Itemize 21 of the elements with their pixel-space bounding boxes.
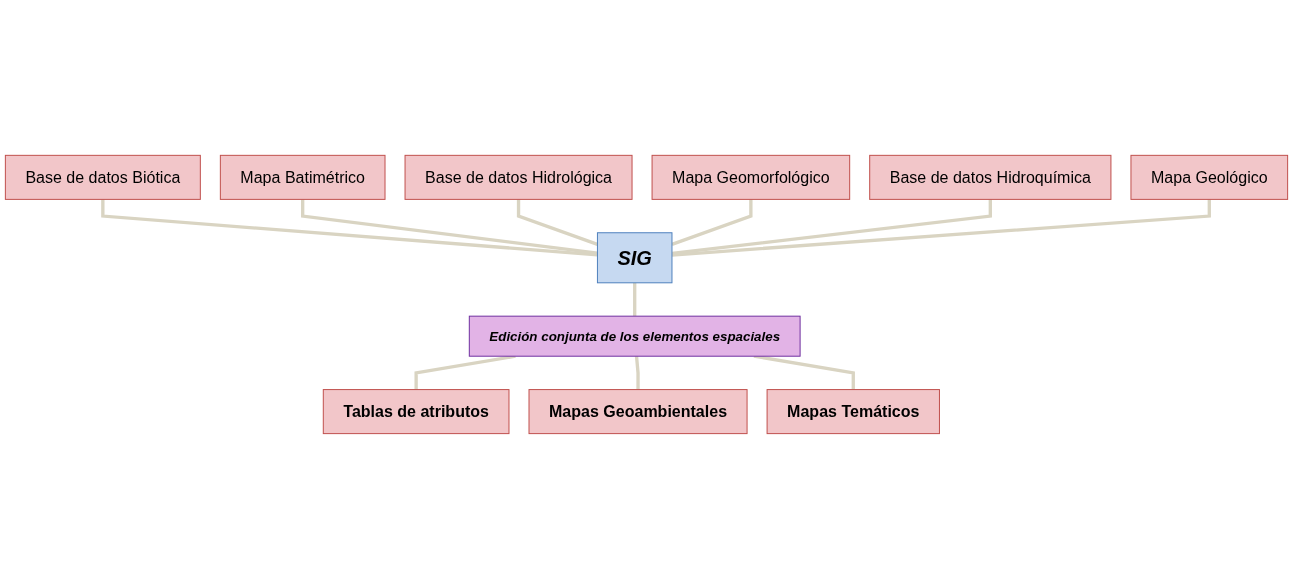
connector [634,355,640,390]
node-box: Base de datos Hidroquímica [869,154,1112,200]
node-box: Mapa Batimétrico [219,154,386,200]
node-box: SIG [596,231,673,283]
node-box: Mapa Geomorfológico [651,154,851,200]
connector [516,198,598,246]
connector [671,198,1211,257]
node-box: Mapas Temáticos [766,388,940,434]
connector [414,354,516,390]
node-box: Tablas de atributos [322,388,510,434]
connector [301,198,598,255]
node-box: Base de datos Hidrológica [404,154,633,200]
connector [753,354,855,390]
node-box: Mapa Geológico [1130,154,1289,200]
connector [633,282,637,316]
connector [671,198,992,255]
node-box: Edición conjunta de los elementos espaciales [468,315,801,357]
node-box: Base de datos Biótica [4,154,201,200]
node-box: Mapas Geoambientales [528,388,748,434]
connector [101,198,598,257]
connector [671,198,753,246]
